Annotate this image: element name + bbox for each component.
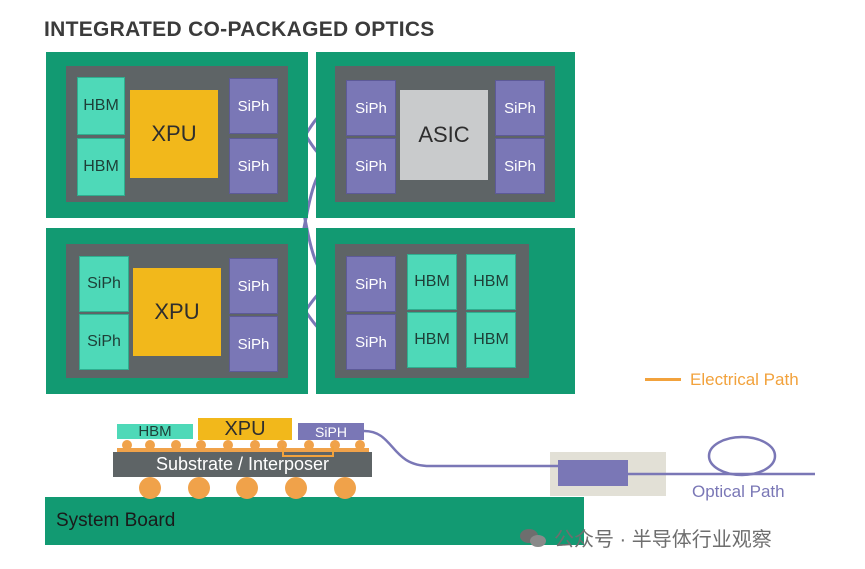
- watermark: 公众号 · 半导体行业观察: [520, 523, 772, 552]
- siph-chip: SiPh: [79, 314, 129, 370]
- siph-chip: SiPh: [346, 256, 396, 312]
- electrical-path-swatch: [645, 378, 681, 381]
- siph-chip: SiPh: [229, 138, 278, 194]
- electrical-path-label: Electrical Path: [690, 370, 799, 389]
- substrate-label: Substrate / Interposer: [155, 454, 330, 474]
- hbm-chip: HBM: [466, 254, 516, 310]
- hbm-chip: HBM: [466, 312, 516, 368]
- system-board: [45, 497, 584, 545]
- system-board-label: System Board: [56, 510, 176, 531]
- cross-siph-label: SiPH: [315, 423, 347, 440]
- siph-chip: SiPh: [79, 256, 129, 312]
- xpu-chip: XPU: [133, 268, 221, 356]
- watermark-text: 公众号 · 半导体行业观察: [554, 529, 772, 551]
- asic-chip: ASIC: [400, 90, 488, 180]
- siph-chip: SiPh: [346, 138, 396, 194]
- diagram-title: INTEGRATED CO-PACKAGED OPTICS: [44, 18, 435, 41]
- hbm-chip: HBM: [77, 77, 125, 135]
- siph-chip: SiPh: [229, 316, 278, 372]
- cross-xpu-label: XPU: [224, 417, 266, 440]
- optical-path-label: Optical Path: [692, 482, 785, 501]
- wechat-icon: [520, 527, 548, 549]
- cross-hbm-label: HBM: [138, 423, 172, 440]
- siph-chip: SiPh: [346, 80, 396, 136]
- siph-chip: SiPh: [229, 78, 278, 134]
- hbm-chip: HBM: [77, 138, 125, 196]
- xpu-chip: XPU: [130, 90, 218, 178]
- hbm-chip: HBM: [407, 254, 457, 310]
- siph-chip: SiPh: [229, 258, 278, 314]
- hbm-chip: HBM: [407, 312, 457, 368]
- siph-chip: SiPh: [495, 138, 545, 194]
- siph-chip: SiPh: [495, 80, 545, 136]
- siph-chip: SiPh: [346, 314, 396, 370]
